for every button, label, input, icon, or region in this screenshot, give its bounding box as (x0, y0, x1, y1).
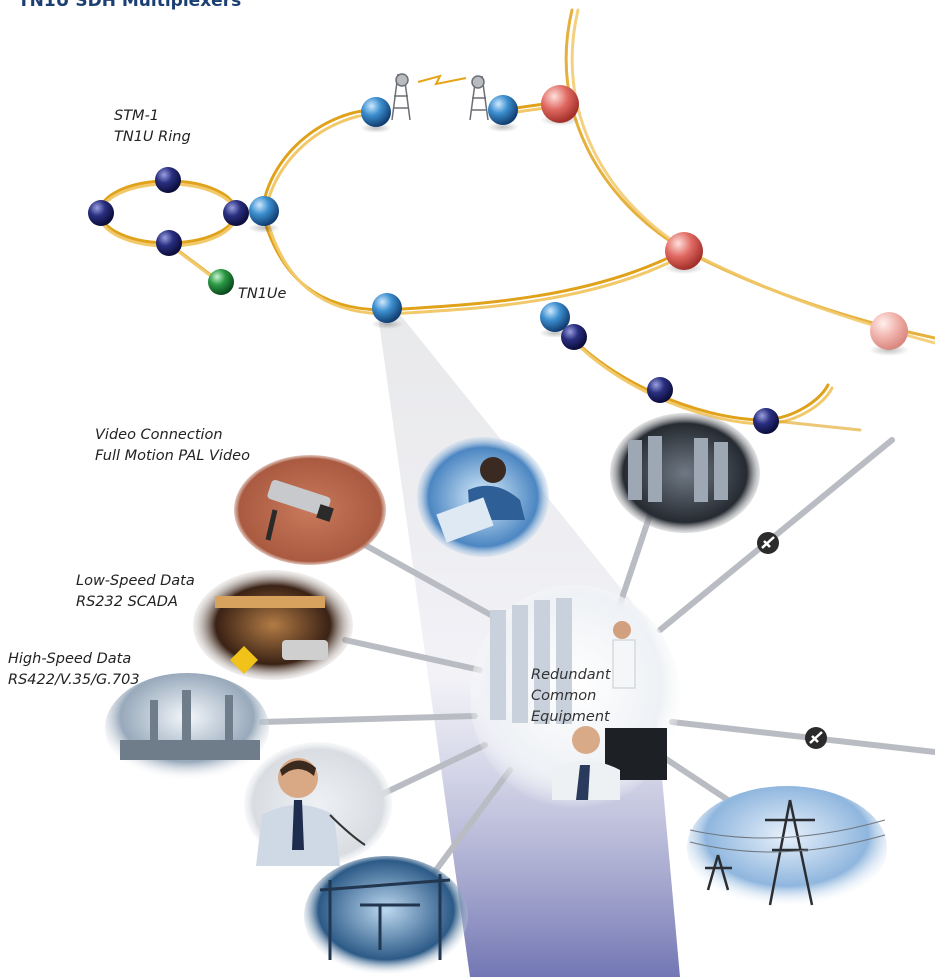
node-red (541, 85, 579, 123)
node-navy (223, 200, 249, 226)
video-label-line-1: Video Connection (95, 427, 223, 443)
video-label-line-2: Full Motion PAL Video (95, 448, 250, 464)
node-red-faded (870, 312, 908, 350)
node-blue (540, 302, 570, 332)
businessman-phone-photo (244, 742, 392, 866)
ring-label-line-1: STM-1 (114, 108, 160, 124)
radio-tower-icon (391, 73, 489, 121)
center-label-line-1: Redundant (531, 667, 611, 683)
node-blue (361, 97, 391, 127)
node-blue (249, 196, 279, 226)
center-equipment-label: Redundant Common Equipment (531, 665, 611, 728)
node-shadows (248, 114, 909, 356)
node-navy (753, 408, 779, 434)
office-worker-photo (417, 437, 549, 557)
high-speed-label-line-1: High-Speed Data (8, 651, 132, 667)
node-blue (488, 95, 518, 125)
low-speed-data-label: Low-Speed Data RS232 SCADA (76, 571, 195, 613)
high-speed-label-line-2: RS422/V.35/G.703 (8, 672, 140, 688)
node-navy (647, 377, 673, 403)
node-navy (156, 230, 182, 256)
network-nodes (88, 85, 908, 434)
lightning-icon (417, 74, 467, 86)
ring-label: STM-1 TN1U Ring (114, 106, 191, 148)
ring-label-line-2: TN1U Ring (114, 129, 191, 145)
plug-icon (757, 532, 827, 749)
industrial-plant-photo (105, 673, 269, 783)
video-connection-label: Video Connection Full Motion PAL Video (95, 425, 250, 467)
node-navy (88, 200, 114, 226)
low-speed-label-line-2: RS232 SCADA (76, 594, 178, 610)
server-room-photo (610, 413, 760, 533)
tn1ue-label: TN1Ue (238, 286, 287, 302)
substation-photo (304, 856, 468, 976)
central-hub-photo (470, 585, 680, 809)
node-navy (155, 167, 181, 193)
center-label-line-2: Common (531, 688, 597, 704)
high-speed-data-label: High-Speed Data RS422/V.35/G.703 (8, 649, 140, 691)
node-navy (561, 324, 587, 350)
node-green (208, 269, 234, 295)
power-lines-photo (687, 786, 887, 910)
node-red (665, 232, 703, 270)
camera-photo (234, 455, 386, 565)
street-night-photo (193, 570, 353, 680)
page-title: TN1U SDH Multiplexers (18, 0, 242, 11)
node-blue-selected (372, 293, 402, 323)
center-label-line-3: Equipment (531, 709, 610, 725)
low-speed-label-line-1: Low-Speed Data (76, 573, 195, 589)
